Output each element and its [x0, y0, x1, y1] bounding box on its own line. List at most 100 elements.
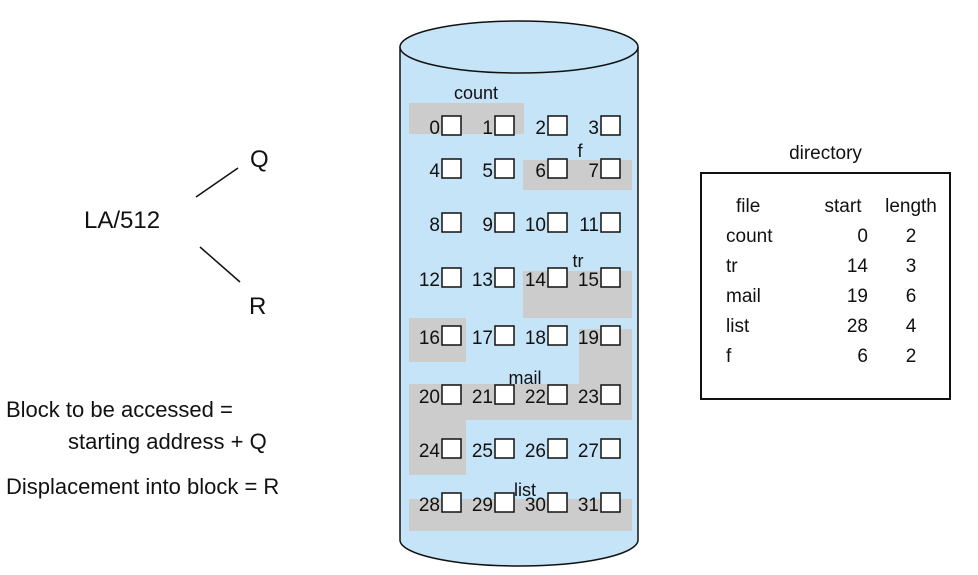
block-number: 7	[588, 161, 599, 182]
formula-line-1: Block to be accessed =	[6, 397, 233, 422]
block-number: 15	[578, 270, 599, 291]
tr-region	[409, 271, 632, 362]
row-file: count	[726, 226, 773, 247]
block-square	[441, 158, 462, 179]
block-number: 24	[419, 441, 441, 462]
table-row: f 6 2	[722, 342, 944, 372]
block-square	[441, 384, 462, 405]
block-square	[547, 438, 568, 459]
block-number: 23	[578, 387, 599, 408]
block-number: 18	[525, 328, 546, 349]
block-square	[494, 212, 515, 233]
block-square	[600, 384, 621, 405]
block-square	[547, 384, 568, 405]
block-number: 13	[472, 270, 493, 291]
block-number: 25	[472, 441, 493, 462]
block-number: 29	[472, 495, 493, 516]
block-square	[441, 325, 462, 346]
block-square	[547, 212, 568, 233]
block-number: 1	[482, 118, 493, 139]
translation-tree: LA/512 Q R	[84, 146, 269, 320]
row-file: list	[726, 316, 750, 337]
file-label-count: count	[454, 83, 498, 103]
block-number: 3	[588, 118, 599, 139]
row-file: mail	[726, 286, 761, 307]
file-label-tr: tr	[573, 251, 584, 271]
header-file: file	[736, 196, 761, 217]
formula-line-3: Displacement into block = R	[6, 474, 280, 499]
block-number: 28	[419, 495, 440, 516]
block-square	[494, 325, 515, 346]
block-number: 9	[482, 215, 493, 236]
block-square	[494, 158, 515, 179]
block-number: 16	[419, 328, 440, 349]
block-number: 4	[429, 161, 440, 182]
block-square	[441, 267, 462, 288]
block-number: 27	[578, 441, 599, 462]
block-number: 11	[579, 215, 599, 236]
table-row: list 28 4	[722, 312, 944, 342]
directory-table: file start length count 0 2 tr 14 3 mail…	[722, 192, 944, 372]
block-square	[547, 267, 568, 288]
formula-line-2: starting address + Q	[68, 429, 267, 454]
block-number: 6	[535, 161, 546, 182]
file-label-mail: mail	[508, 368, 541, 388]
block-square	[600, 325, 621, 346]
block-number: 20	[419, 387, 440, 408]
row-file: tr	[726, 256, 738, 277]
block-square	[600, 267, 621, 288]
block-number: 12	[419, 270, 440, 291]
remainder-label: R	[249, 293, 266, 320]
block-square	[494, 115, 515, 136]
list-region	[409, 499, 632, 531]
branch-line-q	[195, 167, 239, 198]
block-number: 0	[429, 118, 440, 139]
block-square	[600, 158, 621, 179]
block-number: 5	[482, 161, 493, 182]
file-label-list: list	[514, 480, 536, 500]
row-length: 4	[905, 316, 917, 337]
block-number: 31	[578, 495, 599, 516]
block-square	[494, 492, 515, 513]
mail-region	[409, 329, 632, 475]
branch-line-r	[199, 246, 241, 283]
table-row: mail 19 6	[722, 282, 944, 312]
block-number: 19	[578, 328, 599, 349]
row-length: 2	[905, 346, 917, 367]
row-start: 19	[846, 286, 868, 307]
row-length: 6	[905, 286, 917, 307]
block-number: 14	[525, 270, 547, 291]
block-square	[600, 492, 621, 513]
file-label-f: f	[577, 141, 583, 161]
header-length: length	[885, 196, 937, 217]
quotient-label: Q	[250, 146, 269, 173]
block-square	[600, 438, 621, 459]
row-start: 28	[846, 316, 868, 337]
row-start: 14	[846, 256, 868, 277]
block-number: 2	[535, 118, 546, 139]
block-square	[547, 492, 568, 513]
block-number: 30	[525, 495, 546, 516]
block-number: 10	[525, 215, 546, 236]
block-square	[494, 267, 515, 288]
block-square	[547, 325, 568, 346]
table-row: tr 14 3	[722, 252, 944, 282]
block-square	[441, 212, 462, 233]
block-number: 22	[525, 387, 546, 408]
block-number: 26	[525, 441, 546, 462]
row-start: 6	[857, 346, 868, 367]
block-number: 17	[472, 328, 493, 349]
table-row: count 0 2	[722, 222, 944, 252]
directory-header-row: file start length	[722, 192, 944, 222]
block-square	[600, 115, 621, 136]
block-square	[441, 438, 462, 459]
block-square	[441, 492, 462, 513]
la-label: LA/512	[84, 207, 160, 234]
block-number: 8	[429, 215, 440, 236]
directory-box	[700, 172, 951, 400]
block-number: 21	[472, 387, 493, 408]
row-length: 3	[905, 256, 917, 277]
